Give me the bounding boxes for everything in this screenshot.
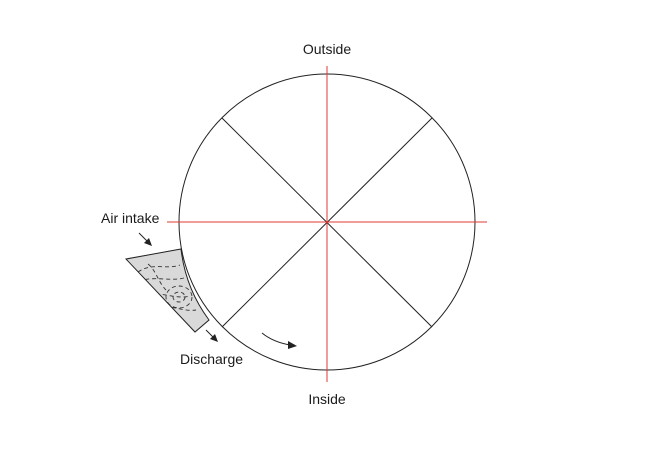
label-discharge: Discharge: [180, 351, 243, 367]
label-air-intake: Air intake: [101, 210, 160, 226]
discharge-arrow-icon: [205, 329, 218, 342]
air-duct: [125, 248, 210, 333]
label-inside: Inside: [308, 391, 346, 407]
intake-arrow-icon: [138, 232, 152, 246]
rotation-arrow-icon: [261, 332, 297, 349]
label-outside: Outside: [303, 41, 351, 57]
